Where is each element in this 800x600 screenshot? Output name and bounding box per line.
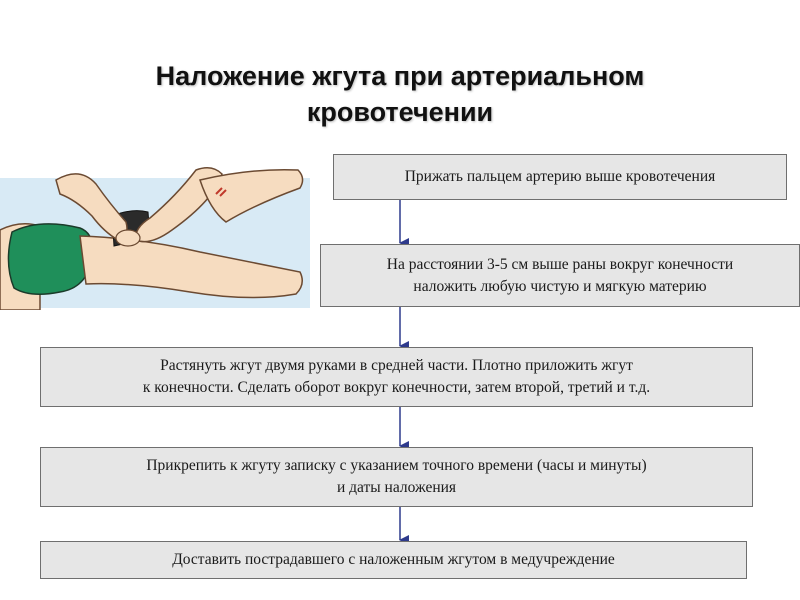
patient-arm (199, 168, 304, 223)
step-3-line-1: Растянуть жгут двумя руками в средней ча… (160, 357, 633, 374)
step-4-line-1: Прикрепить к жгуту записку с указанием т… (146, 457, 647, 474)
step-box-1: Прижать пальцем артерию выше кровотечени… (333, 154, 787, 200)
step-5-line-1: Доставить пострадавшего с наложенным жгу… (172, 551, 615, 568)
step-2-line-1: На расстоянии 3-5 см выше раны вокруг ко… (386, 255, 734, 273)
right-arm (135, 167, 223, 243)
step-4-line-2: и даты наложения (336, 479, 457, 496)
hands (115, 229, 141, 247)
step-box-2: На расстоянии 3-5 см выше раны вокруг ко… (320, 244, 800, 307)
page-title: Наложение жгута при артериальном кровоте… (0, 58, 800, 130)
green-shorts (7, 223, 94, 295)
step-box-4: Прикрепить к жгуту записку с указанием т… (40, 447, 753, 507)
title-line-2: кровотечении (306, 97, 494, 127)
step-box-5: Доставить пострадавшего с наложенным жгу… (40, 541, 747, 579)
first-aid-illustration-icon (0, 167, 310, 310)
step-box-3: Растянуть жгут двумя руками в средней ча… (40, 347, 753, 407)
step-1-line-1: Прижать пальцем артерию выше кровотечени… (404, 168, 716, 185)
title-line-1: Наложение жгута при артериальном (155, 61, 645, 91)
leg (79, 235, 303, 299)
step-3-line-2: к конечности. Сделать оборот вокруг коне… (142, 379, 651, 396)
wound-mark (215, 187, 227, 197)
step-2-line-2: наложить любую чистую и мягкую материю (413, 277, 707, 295)
